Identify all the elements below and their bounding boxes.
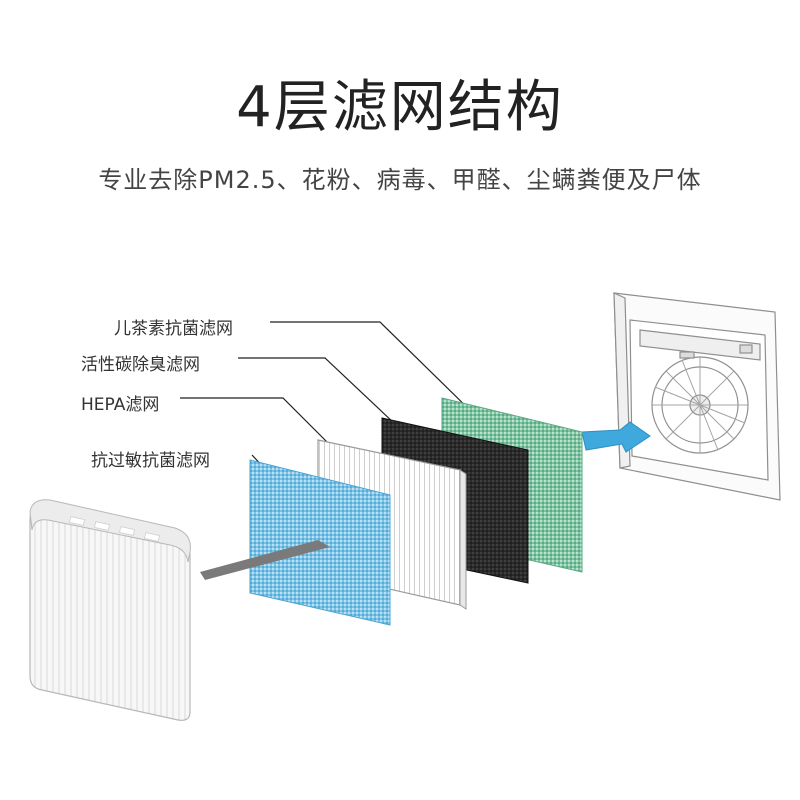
purifier-front-cover — [30, 500, 190, 721]
purifier-back-unit — [614, 293, 780, 500]
